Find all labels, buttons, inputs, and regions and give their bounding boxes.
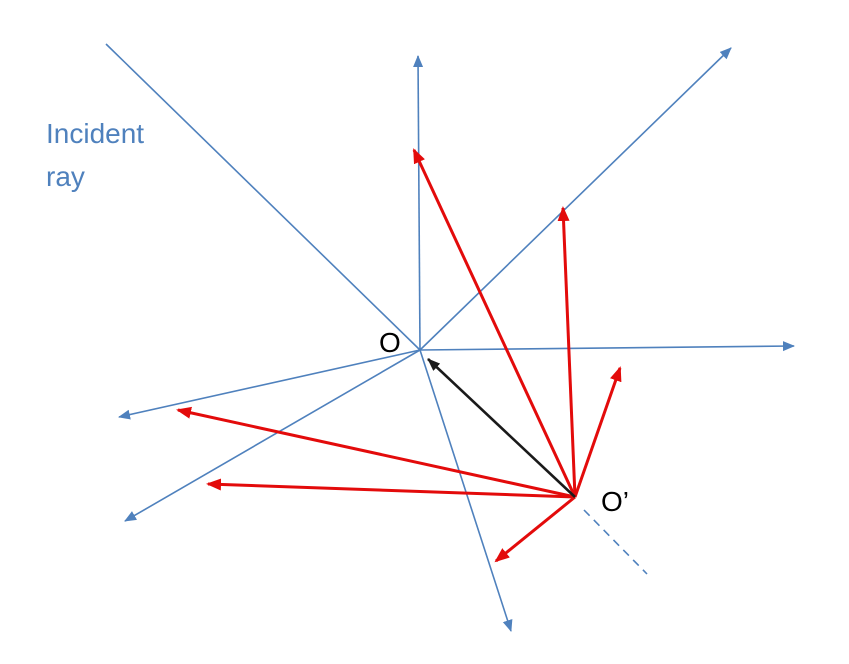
red-ray-left-upper xyxy=(176,406,576,499)
blue-ray-left-lower xyxy=(124,349,421,522)
red-ray-left-lower xyxy=(206,478,576,499)
dashed-ray-continuation xyxy=(583,509,648,575)
red-ray-up-right xyxy=(573,366,622,498)
red-ray-tall-up-left xyxy=(412,148,577,498)
blue-ray-left-upper xyxy=(118,349,421,420)
blue-ray-up xyxy=(413,55,424,351)
o-prime-to-o-arrow xyxy=(427,358,576,498)
incident-ray-label-line1: Incident xyxy=(46,118,144,149)
red-ray-down-left xyxy=(494,495,576,563)
red-ray-up xyxy=(557,206,577,498)
blue-ray-upper-right xyxy=(419,47,732,351)
incident-ray-label-line2: ray xyxy=(46,161,85,192)
origin-o-prime-label: O’ xyxy=(601,486,629,517)
origin-o-label: O xyxy=(379,327,401,358)
incident-ray-line xyxy=(105,43,421,351)
blue-ray-down xyxy=(419,349,513,632)
blue-ray-right xyxy=(419,341,795,352)
